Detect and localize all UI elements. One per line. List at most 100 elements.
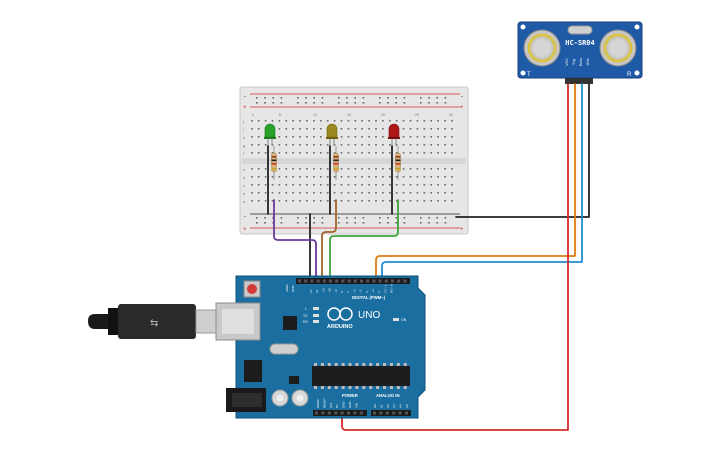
resistor-yellow[interactable] <box>333 146 339 180</box>
wire-purple-green-led[interactable] <box>273 199 317 283</box>
hole <box>338 217 340 219</box>
green-led-base <box>264 137 276 139</box>
hole <box>389 176 391 178</box>
hole <box>385 411 389 415</box>
hole <box>285 136 288 138</box>
sensor-mount-hole <box>520 24 526 30</box>
reset-button[interactable] <box>247 284 257 294</box>
wire-sensor-gnd[interactable] <box>455 83 590 218</box>
column-number: 10 <box>313 113 317 117</box>
sensor-pin-label: VCC <box>565 58 569 66</box>
hole <box>292 144 294 146</box>
hole <box>451 144 453 146</box>
hole <box>292 128 294 130</box>
hole <box>354 97 356 99</box>
hole <box>382 136 384 138</box>
hole <box>451 136 453 138</box>
hole <box>395 184 398 186</box>
arduino-uno[interactable]: L TX RX ON ARDUINO UNO DIGITAL (PWM~) AR… <box>215 275 426 419</box>
digital-header-holes <box>298 279 407 283</box>
resistor-band <box>271 159 277 162</box>
hole <box>354 144 357 146</box>
hole <box>340 168 343 170</box>
hole <box>347 279 351 283</box>
hole <box>306 128 308 130</box>
green-led[interactable] <box>264 123 276 146</box>
hole <box>280 222 283 224</box>
hole <box>251 168 253 170</box>
hole <box>389 184 391 186</box>
breadboard[interactable]: - + - + - + - + j i h g f e d c b a 1 5 … <box>239 86 469 235</box>
hole <box>375 120 377 122</box>
row-letter: a <box>243 199 246 204</box>
hole <box>403 97 406 99</box>
hole <box>271 152 274 154</box>
arduino-model: UNO <box>358 310 380 321</box>
hole <box>292 184 294 186</box>
hole <box>257 200 260 202</box>
hole <box>437 176 439 178</box>
hole <box>416 184 419 186</box>
hole <box>420 102 422 104</box>
wire-blue-echo[interactable] <box>381 83 583 283</box>
hole <box>278 184 281 186</box>
wire-red-vcc[interactable] <box>341 83 569 431</box>
hole <box>389 200 391 202</box>
usb-plug-metal <box>195 309 217 334</box>
hole <box>437 144 439 146</box>
hole <box>361 120 363 122</box>
hole <box>326 200 329 202</box>
hole <box>361 168 363 170</box>
rail-minus-label: - <box>461 94 463 100</box>
hole <box>297 222 299 224</box>
yellow-led[interactable] <box>326 123 338 146</box>
hole <box>278 176 281 178</box>
resistor-red[interactable] <box>395 146 401 180</box>
hole <box>405 411 408 415</box>
pin-label: 4 <box>365 291 369 293</box>
hole <box>444 102 447 104</box>
resistor-green[interactable] <box>271 146 277 180</box>
ultrasonic-sensor[interactable]: HC-SR04 VCC Trig Echo Gnd T R <box>517 21 643 84</box>
hole <box>251 192 253 194</box>
hole <box>376 363 380 366</box>
hole <box>278 168 281 170</box>
hole <box>389 152 391 154</box>
resistor-band <box>333 163 339 165</box>
hole <box>451 128 453 130</box>
usb-cable[interactable]: ⇆ <box>88 304 217 339</box>
row-letter: b <box>243 191 246 196</box>
hole <box>395 144 398 146</box>
hole <box>354 200 357 202</box>
hole <box>375 176 377 178</box>
resistor-band <box>271 163 277 165</box>
hole <box>320 168 322 170</box>
hole <box>280 217 283 219</box>
red-led[interactable] <box>388 123 400 146</box>
wire-green-red-led[interactable] <box>329 199 399 283</box>
hole <box>314 386 317 389</box>
hole <box>436 102 438 104</box>
hole <box>285 184 288 186</box>
hole <box>297 102 299 104</box>
breadboard-holes <box>251 97 453 224</box>
hole <box>327 411 331 415</box>
hole <box>257 168 260 170</box>
hole <box>402 200 405 202</box>
sensor-crystal <box>567 25 593 35</box>
pin-label: ~9 <box>334 289 338 293</box>
pin-label: ~10 <box>328 288 332 293</box>
hole <box>347 128 350 130</box>
hole <box>396 386 400 389</box>
hole <box>305 222 307 224</box>
hole <box>379 222 381 224</box>
wire-brown-yellow-led[interactable] <box>321 199 337 283</box>
hole <box>264 176 267 178</box>
rail-plus-label: + <box>460 105 464 111</box>
wire-orange-trig[interactable] <box>375 83 576 283</box>
hole <box>313 102 315 104</box>
hole <box>347 176 350 178</box>
hole <box>389 363 393 366</box>
hole <box>271 176 274 178</box>
usb-cable-boot <box>108 308 120 335</box>
